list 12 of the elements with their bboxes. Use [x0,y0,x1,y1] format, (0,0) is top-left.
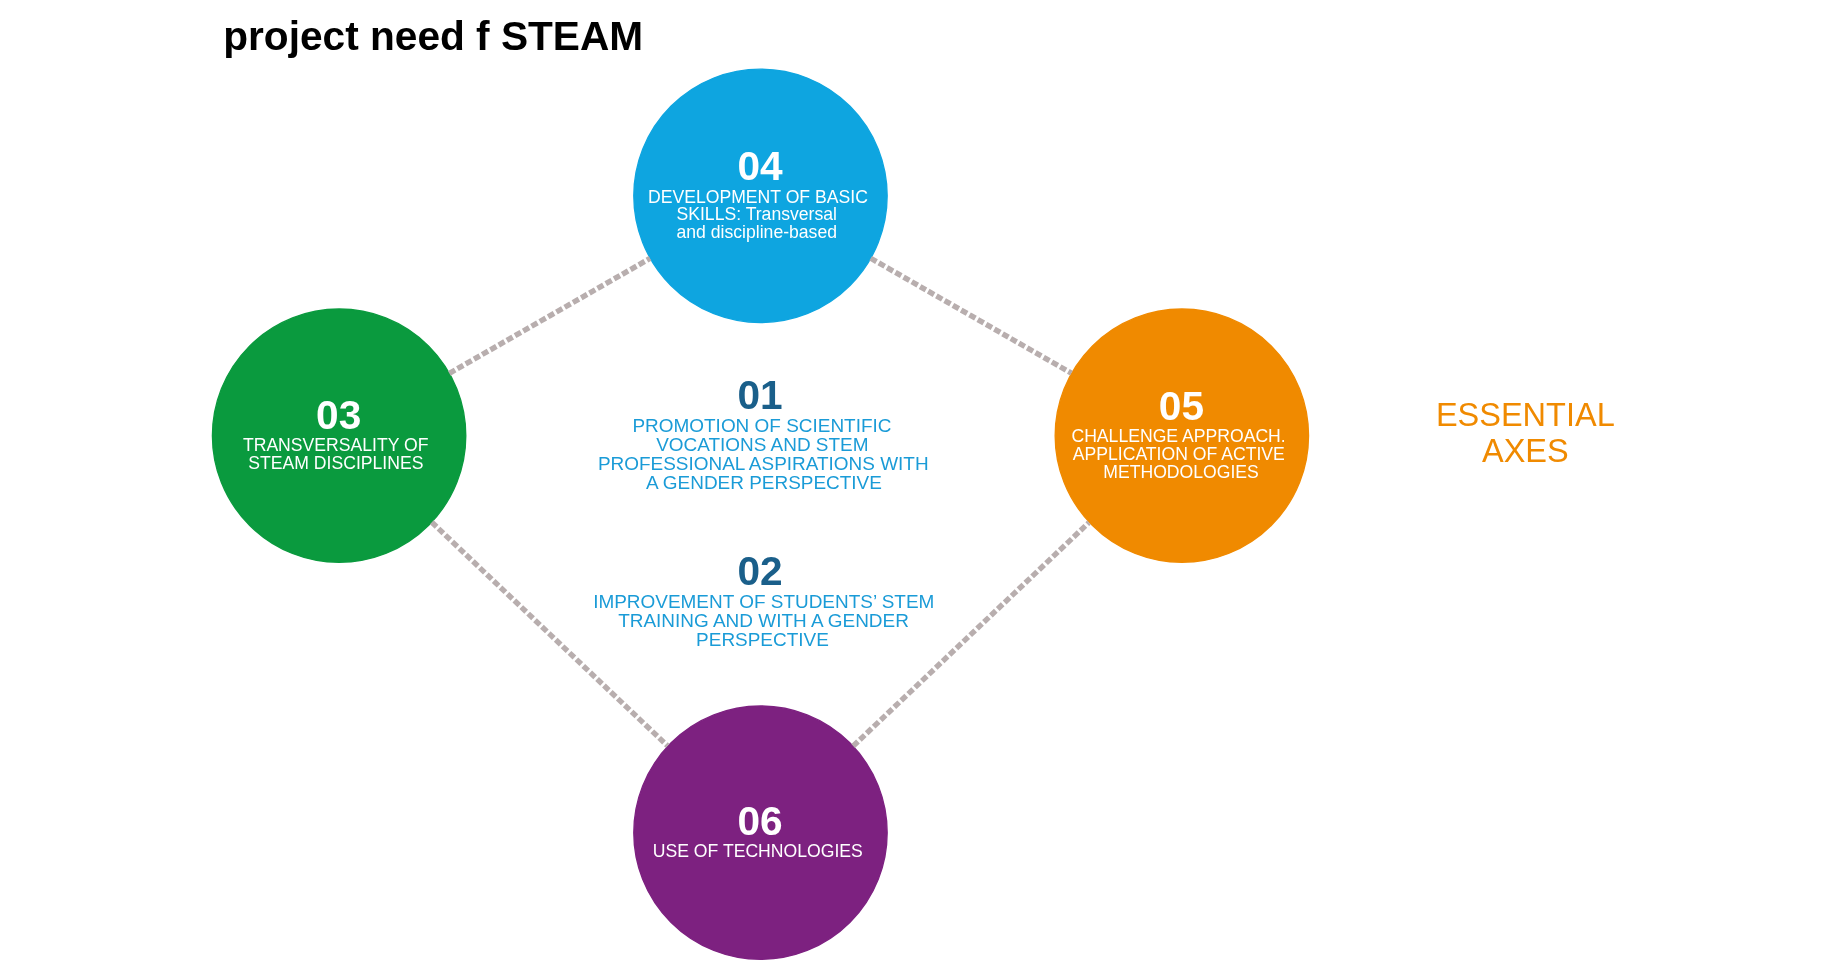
label: IMPROVEMENT OF STUDENTS’ STEM TRAINING AND WITH A GENDER PERSPECTIVE [592,591,934,650]
connector [447,256,651,376]
node-circle: 05 CHALLENGE APPROACH. APPLICATION OF ACTIVE METHODOLOGIES [1054,308,1309,564]
connector [868,255,1073,376]
label: 02 [736,547,783,594]
node-circle: 06 USE OF TECHNOLOGIES [632,705,888,961]
diagram-title: project need f STEAM [222,13,643,60]
label: ESSENTIAL AXES [1435,397,1615,469]
connector [850,520,1091,748]
node-circle: 04 DEVELOPMENT OF BASIC SKILLS: Transversal and discipline-based [632,68,888,324]
connector [429,520,669,748]
node-circle: 03 TRANSVERSALITY OF STEAM DISCIPLINES [211,308,466,564]
